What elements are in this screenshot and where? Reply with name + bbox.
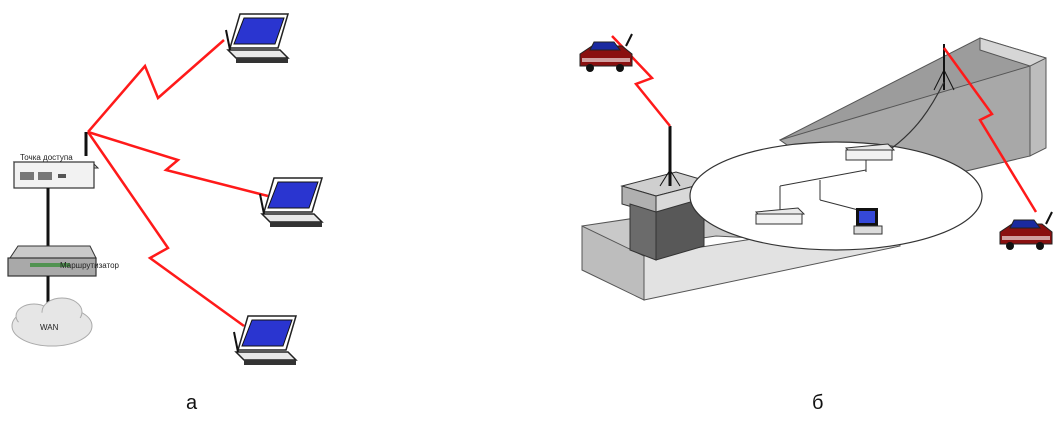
diagram-b <box>579 33 1053 301</box>
laptop-icon <box>259 177 323 228</box>
lan-ellipse <box>689 141 983 251</box>
laptop-icon <box>225 13 289 64</box>
router-icon <box>844 143 896 161</box>
router-label: Точка доступа <box>20 153 73 162</box>
cloud-icon <box>11 297 93 347</box>
pc-icon <box>853 208 883 235</box>
cloud-label: WAN <box>40 323 59 332</box>
vehicle-icon <box>999 211 1053 251</box>
diagram-a: Точка доступа Маршрутизатор WAN <box>7 13 323 366</box>
modem-label: Маршрутизатор <box>60 261 120 270</box>
router-icon <box>7 245 97 277</box>
wireless-link-b2 <box>942 47 1038 213</box>
antenna-cable <box>891 81 945 149</box>
caption-a: а <box>186 392 198 414</box>
wireless-link-1 <box>87 39 225 133</box>
caption-b: б <box>812 392 824 414</box>
laptop-icon <box>233 315 297 366</box>
router-icon <box>754 207 806 225</box>
vehicle-icon <box>579 33 633 73</box>
access-point-icon <box>12 132 100 189</box>
wireless-link-3 <box>86 131 245 328</box>
antenna-icon <box>659 126 681 187</box>
wireless-link-2 <box>87 130 269 198</box>
